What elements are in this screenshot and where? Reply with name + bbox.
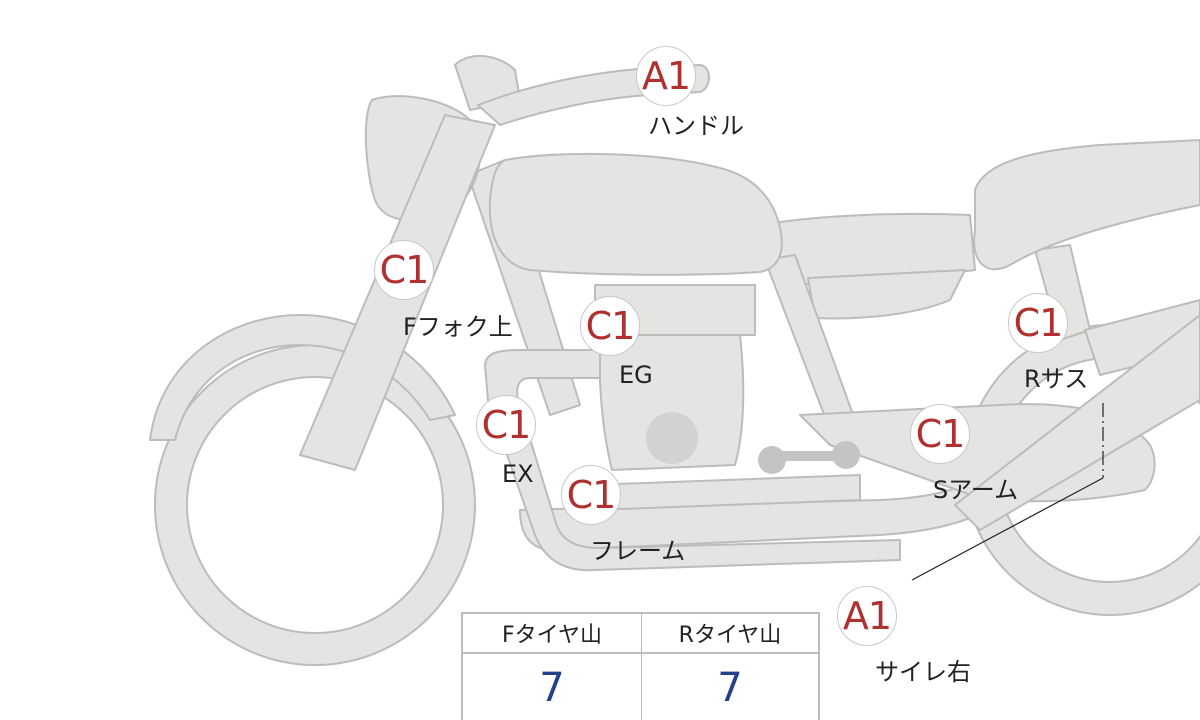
swing-arm-grade-marker: C1: [910, 404, 970, 464]
engine-label: EG: [619, 361, 653, 389]
engine-case-cover: [646, 412, 698, 464]
rear-tire-value: 7: [717, 665, 743, 711]
rear-tire-header: Rタイヤ山: [641, 614, 819, 654]
front-tire-header: Fタイヤ山: [463, 614, 641, 654]
frame-grade-marker: C1: [561, 465, 621, 525]
rear-suspension-grade-marker: C1: [1008, 293, 1068, 353]
front-tire-value: 7: [539, 665, 565, 711]
engine-block: [598, 334, 745, 471]
muffler: [954, 314, 1200, 531]
front-wheel: [154, 344, 476, 666]
rear-suspension-label: Rサス: [1024, 365, 1089, 393]
rear-tire-column: Rタイヤ山 7: [641, 614, 819, 720]
exhaust-label: EX: [502, 460, 534, 488]
swing-arm-label: Sアーム: [933, 476, 1019, 504]
side-cover: [807, 269, 966, 320]
muffler-right-grade-marker: A1: [837, 586, 897, 646]
frame-lower: [519, 469, 1011, 552]
footpeg: [758, 441, 860, 474]
fork-label: Fフォク上: [403, 313, 513, 341]
front-tire-column: Fタイヤ山 7: [463, 614, 642, 720]
muffler-right-label: サイレ右: [875, 658, 971, 686]
fork-grade-marker: C1: [374, 240, 434, 300]
leader-line: [911, 403, 1104, 581]
fuel-tank: [488, 152, 783, 276]
seat: [973, 139, 1200, 271]
engine-grade-marker: C1: [580, 296, 640, 356]
frame-label: フレーム: [590, 537, 686, 565]
handle-grade-marker: A1: [636, 46, 696, 106]
tire-tread-table: Fタイヤ山 7 Rタイヤ山 7: [461, 612, 820, 720]
exhaust-grade-marker: C1: [476, 395, 536, 455]
exhaust-pipe: [484, 349, 901, 572]
handle-label: ハンドル: [648, 112, 744, 140]
